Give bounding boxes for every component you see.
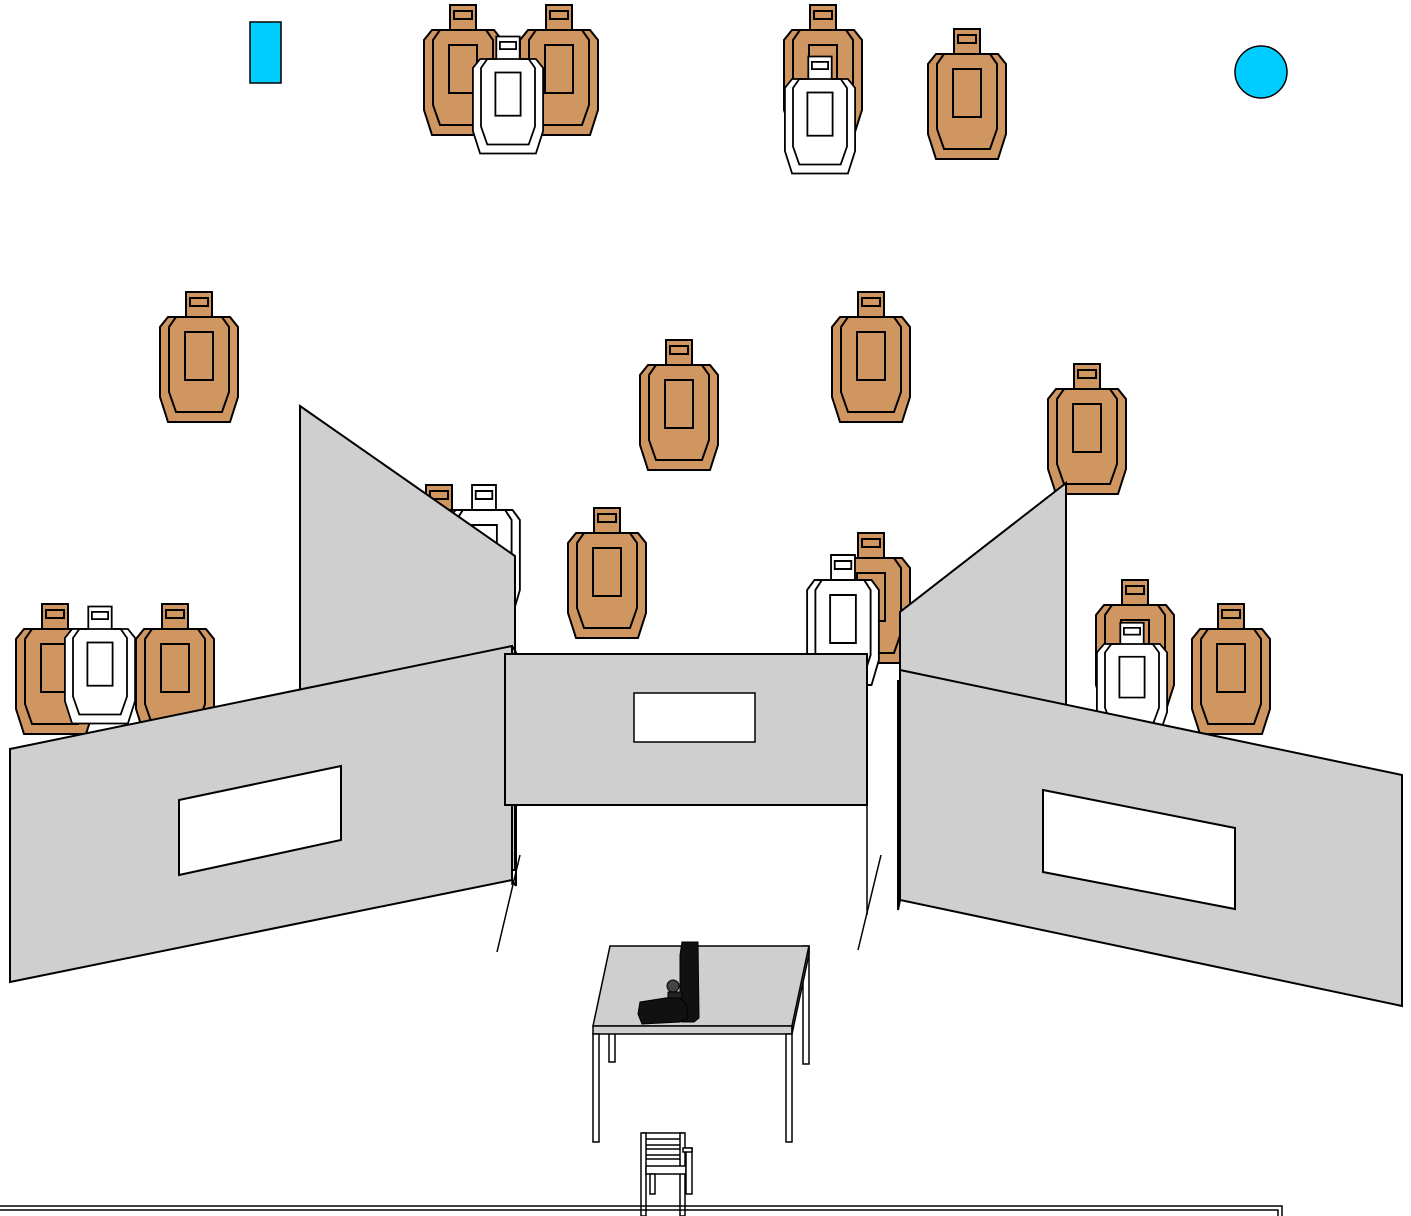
shoot-target (831, 291, 911, 423)
shoot-target (639, 339, 719, 471)
shoot-target (927, 28, 1007, 160)
table (592, 945, 810, 1143)
shoot-target (567, 507, 647, 639)
shoot-target (1047, 363, 1127, 495)
right-wall-window (1042, 788, 1236, 911)
shoot-target (1191, 603, 1271, 735)
no-shoot-target (64, 605, 137, 725)
center-wall-window (633, 692, 756, 743)
cyan-circle-icon (1234, 45, 1288, 99)
cyan-rectangle-icon (249, 21, 282, 84)
fault-line-left (496, 854, 521, 953)
pistol-icon (637, 941, 700, 1025)
center-wall (504, 653, 868, 806)
shoot-target (159, 291, 239, 423)
chair (640, 1132, 693, 1216)
left-wall-window (178, 764, 342, 877)
fault-line-right (857, 854, 882, 951)
range-boundary (0, 1205, 1283, 1216)
